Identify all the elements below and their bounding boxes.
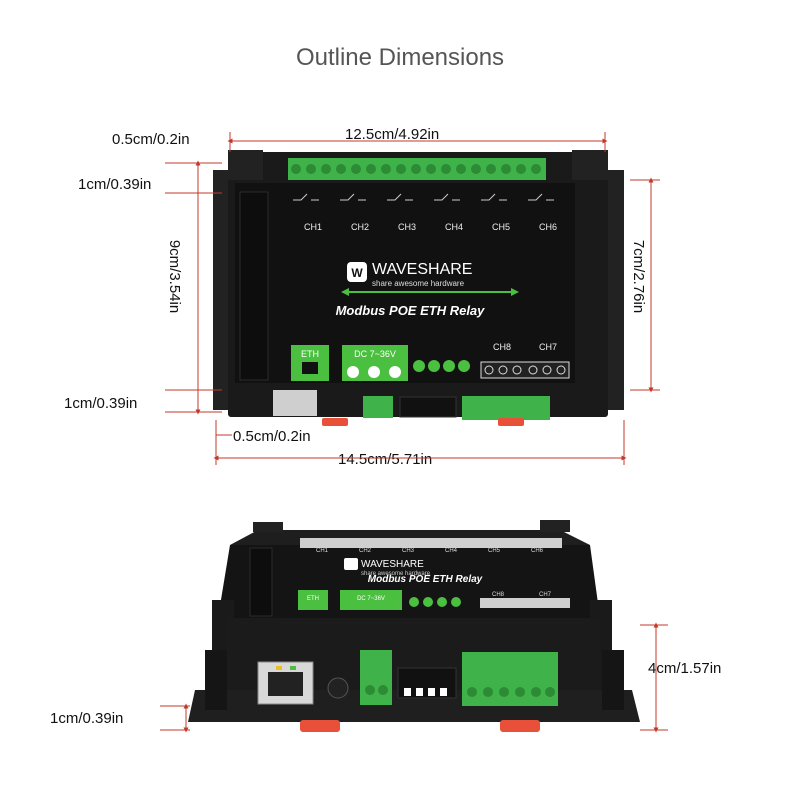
side-ch3-label: CH3 xyxy=(402,548,415,554)
side-power-terminal xyxy=(360,650,392,705)
status-leds xyxy=(413,360,470,372)
dip-switch xyxy=(399,396,457,418)
ch5-label: CH5 xyxy=(492,222,510,232)
side-ch5-label: CH5 xyxy=(488,548,501,554)
top-terminal-block xyxy=(288,158,546,180)
side-brand-name: WAVESHARE xyxy=(361,559,424,570)
dim-side-rail-height: 1cm/0.39in xyxy=(50,710,124,727)
side-ch6-label: CH6 xyxy=(531,548,544,554)
side-status-leds xyxy=(409,597,461,607)
ch2-label: CH2 xyxy=(351,222,369,232)
rs485-terminal xyxy=(462,396,550,420)
dim-top-margin: 1cm/0.39in xyxy=(78,176,152,193)
eth-label: ETH xyxy=(301,349,319,359)
bottom-relay-terminals xyxy=(480,361,570,379)
ch8-label: CH8 xyxy=(493,342,511,352)
product-name: Modbus POE ETH Relay xyxy=(336,303,486,318)
ch7-label: CH7 xyxy=(539,342,557,352)
brand-name: WAVESHARE xyxy=(372,261,472,278)
brand-tagline: share awesome hardware xyxy=(372,279,465,288)
side-top-terminals xyxy=(300,538,562,548)
dim-side-height: 4cm/1.57in xyxy=(648,660,722,677)
side-ch8-label: CH8 xyxy=(492,592,505,598)
side-dc-label-box xyxy=(340,590,402,610)
ch4-label: CH4 xyxy=(445,222,463,232)
side-brand-tagline: share awesome hardware xyxy=(361,571,431,577)
logo-icon xyxy=(347,262,367,282)
din-clip-left xyxy=(322,418,348,426)
side-dc-label: DC 7~36V xyxy=(357,596,385,602)
side-din-clip-left xyxy=(300,720,340,732)
power-terminal xyxy=(363,396,393,418)
side-view-device: CH1 CH2 CH3 CH4 CH5 CH6 WAVESHARE share … xyxy=(188,520,640,732)
din-clip-right xyxy=(498,418,524,426)
side-bottom-terminals xyxy=(480,598,570,608)
side-eth-label-box xyxy=(298,590,328,610)
ch6-label: CH6 xyxy=(539,222,557,232)
side-dimension-lines xyxy=(160,622,668,733)
side-din-clip-right xyxy=(500,720,540,732)
page-title: Outline Dimensions xyxy=(295,44,505,71)
side-eth-label: ETH xyxy=(307,596,319,602)
rj45-port xyxy=(273,390,317,416)
side-ch7-label: CH7 xyxy=(539,592,552,598)
side-ch2-label: CH2 xyxy=(359,548,372,554)
ch1-label: CH1 xyxy=(304,222,322,232)
brand-logo: W WAVESHARE share awesome hardware xyxy=(347,261,472,288)
side-dc-jack xyxy=(327,677,349,699)
dc-label: DC 7~36V xyxy=(354,349,396,359)
eth-icon xyxy=(302,362,318,374)
vent-strip xyxy=(239,191,269,381)
top-view-device: CH1 CH2 CH3 CH4 CH5 CH6 W WAVESHARE shar… xyxy=(213,150,624,426)
dim-bottom-margin: 1cm/0.39in xyxy=(64,395,138,412)
side-logo-icon xyxy=(344,558,358,570)
relay-symbols xyxy=(293,193,554,201)
side-product-name: Modbus POE ETH Relay xyxy=(368,574,483,585)
top-dimension-lines xyxy=(165,132,660,465)
side-ch4-label: CH4 xyxy=(445,548,458,554)
dim-rail-offset-top: 0.5cm/0.2in xyxy=(112,131,190,148)
svg-text:W: W xyxy=(351,266,363,280)
dim-rail-offset-bottom: 0.5cm/0.2in xyxy=(233,428,311,445)
side-vent-strip xyxy=(249,547,273,617)
side-rs485-terminal xyxy=(462,652,558,706)
side-ch1-label: CH1 xyxy=(316,548,329,554)
ch3-label: CH3 xyxy=(398,222,416,232)
